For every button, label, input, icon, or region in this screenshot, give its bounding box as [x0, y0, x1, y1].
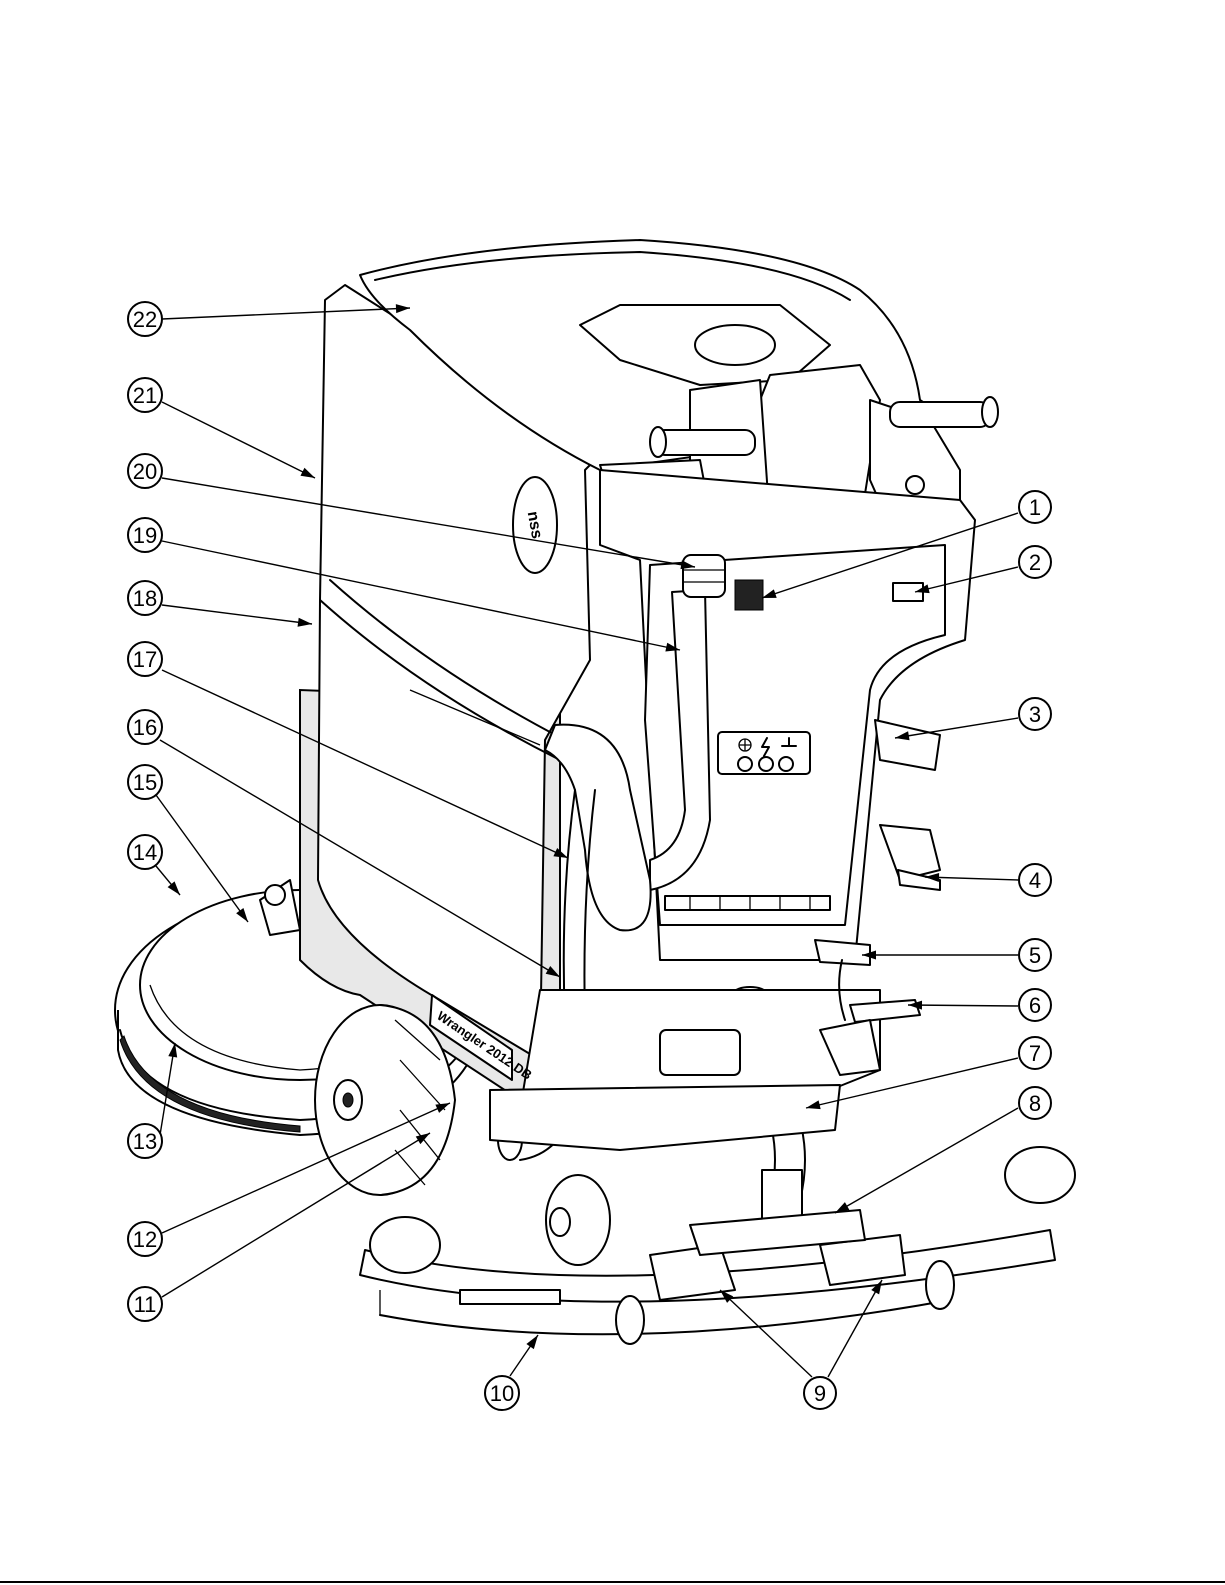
svg-text:16: 16 — [133, 715, 157, 740]
callout-22: 22 — [128, 302, 162, 336]
leader-line — [162, 402, 315, 478]
callout-20: 20 — [128, 454, 162, 488]
svg-text:2: 2 — [1029, 550, 1041, 575]
callout-5: 5 — [1019, 939, 1051, 971]
svg-text:21: 21 — [133, 383, 157, 408]
svg-text:13: 13 — [133, 1129, 157, 1154]
callout-9: 9 — [804, 1377, 836, 1409]
svg-text:6: 6 — [1029, 993, 1041, 1018]
callout-13: 13 — [128, 1124, 162, 1158]
svg-text:14: 14 — [133, 840, 157, 865]
callout-16: 16 — [128, 710, 162, 744]
drive-wheel — [315, 1005, 455, 1195]
squeegee-assembly — [360, 1147, 1075, 1344]
page-bottom-rule — [0, 1581, 1225, 1583]
callout-10: 10 — [485, 1376, 519, 1410]
svg-text:12: 12 — [133, 1227, 157, 1252]
callout-3: 3 — [1019, 698, 1051, 730]
callout-2: 2 — [1019, 546, 1051, 578]
svg-text:1: 1 — [1029, 495, 1041, 520]
leader-line — [156, 795, 248, 922]
callout-12: 12 — [128, 1222, 162, 1256]
callout-4: 4 — [1019, 864, 1051, 896]
center-caster — [546, 1175, 610, 1265]
svg-text:7: 7 — [1029, 1041, 1041, 1066]
callout-21: 21 — [128, 378, 162, 412]
svg-text:10: 10 — [490, 1381, 514, 1406]
leader-arrowhead — [300, 468, 315, 478]
callout-6: 6 — [1019, 989, 1051, 1021]
svg-text:9: 9 — [814, 1381, 826, 1406]
leader-arrowhead — [168, 881, 180, 895]
callout-17: 17 — [128, 642, 162, 676]
svg-text:4: 4 — [1029, 868, 1041, 893]
svg-text:17: 17 — [133, 647, 157, 672]
svg-text:3: 3 — [1029, 702, 1041, 727]
svg-text:19: 19 — [133, 523, 157, 548]
svg-text:8: 8 — [1029, 1091, 1041, 1116]
svg-text:5: 5 — [1029, 943, 1041, 968]
leader-line — [720, 1290, 812, 1377]
chassis — [490, 990, 880, 1150]
fan-icon — [739, 739, 751, 751]
leader-line — [835, 1108, 1018, 1213]
callout-14: 14 — [128, 835, 162, 869]
svg-text:18: 18 — [133, 586, 157, 611]
svg-text:20: 20 — [133, 459, 157, 484]
callout-15: 15 — [128, 765, 162, 799]
callout-18: 18 — [128, 581, 162, 615]
leader-line — [908, 1005, 1018, 1006]
leader-line — [162, 605, 312, 624]
leader-arrowhead — [526, 1335, 538, 1349]
svg-text:11: 11 — [134, 1292, 157, 1317]
callout-11: 11 — [128, 1287, 162, 1321]
callout-1: 1 — [1019, 491, 1051, 523]
callout-7: 7 — [1019, 1037, 1051, 1069]
svg-text:15: 15 — [133, 770, 157, 795]
leader-arrowhead — [298, 618, 312, 627]
floor-scrubber-illustration: nss — [115, 240, 1075, 1344]
svg-text:22: 22 — [133, 307, 157, 332]
callout-19: 19 — [128, 518, 162, 552]
callout-8: 8 — [1019, 1087, 1051, 1119]
leader-line — [828, 1280, 882, 1377]
